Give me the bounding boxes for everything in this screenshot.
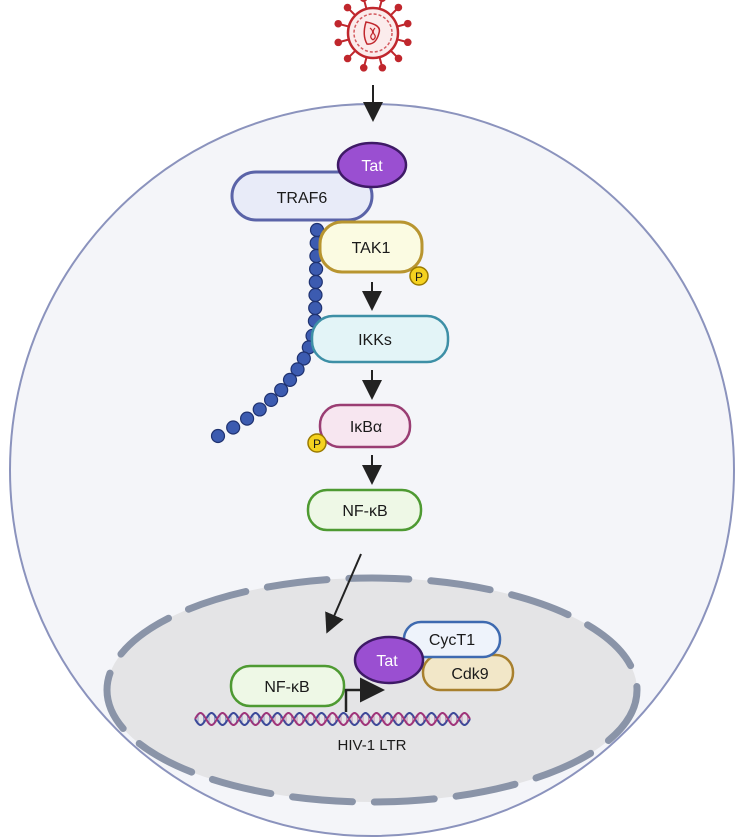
virus-spike-tip [334,38,343,47]
virus-spike-tip [403,38,412,47]
traf6-protein: TRAF6 [230,170,374,222]
cdk9-label: Cdk9 [451,666,488,683]
ikba-protein: IκBα [318,403,412,449]
dna-strand-a [194,712,471,726]
virus-spike-tip [343,54,352,63]
phosphate-group-ikba: P [307,433,327,453]
ubiquitin-bead [308,287,323,303]
phosphate-group-tak1: P [409,266,429,286]
ubiquitin-bead [309,261,324,277]
tak1-protein: TAK1 [318,220,424,274]
virus-spike-tip [334,19,343,28]
nfkb-label-cytoplasm: NF-κB [342,503,387,520]
ubiquitin-bead [252,402,267,417]
virus-spike-tip [360,0,367,3]
cyct1-label: CycT1 [429,632,475,649]
tat-protein-cytoplasm: Tat [336,141,408,189]
ubiquitin-bead [239,411,255,426]
ubiquitin-bead [296,351,311,366]
tak1-label: TAK1 [352,240,391,257]
ikks-label: IKKs [358,332,392,349]
transcription-start-arrow [344,677,385,712]
hiv1-ltr-label: HIV-1 LTR [338,737,407,754]
virus-spike-tip [378,63,387,72]
virus-spike-tip [394,54,403,63]
dna-double-helix [194,712,471,726]
tat-label-nucleus: Tat [376,653,398,670]
ikks-complex: IKKs [310,314,450,364]
ubiquitin-bead [274,382,289,398]
tat-protein-nucleus: Tat [353,635,425,685]
virus-spike-tip [343,3,352,12]
virus-spike-tip [378,0,386,3]
ubiquitin-bead [210,428,226,444]
dna-strand-b [194,712,471,726]
traf6-label: TRAF6 [277,190,328,207]
tat-label-cytoplasm: Tat [361,158,383,175]
ubiquitin-bead [290,362,305,377]
nfkb-nucleus: NF-κB [229,664,346,708]
ubiquitin-bead [263,392,279,408]
hiv-virion-icon [334,0,412,72]
ubiquitin-bead [308,274,323,290]
virus-spike-tip [359,63,368,72]
nuclear-envelope [103,574,641,806]
nfkb-label-nucleus: NF-κB [264,679,309,696]
ubiquitin-bead [226,420,241,435]
virus-spike-tip [403,19,412,28]
ikba-label: IκBα [350,419,382,436]
cdk9-protein: Cdk9 [421,653,515,692]
virus-spike [378,0,383,10]
ubiquitin-bead [308,300,323,316]
arrow-nfkb-translocation [325,553,362,634]
phosphate-label-tak1: P [415,270,423,284]
ubiquitin-bead [282,372,298,387]
nfkb-cytoplasm: NF-κB [306,488,423,532]
cyct1-protein: CycT1 [402,620,502,659]
phosphate-label-ikba: P [313,437,321,451]
virus-spike-tip [394,3,403,12]
